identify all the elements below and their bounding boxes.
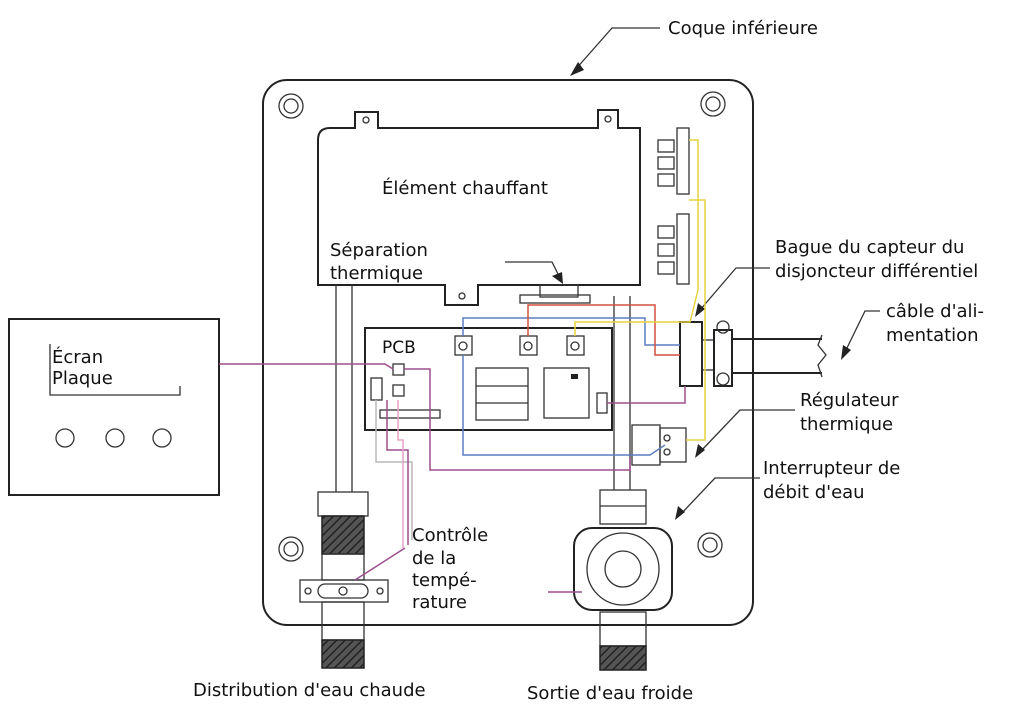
label-interrupteur-1: Interrupteur de [763,458,900,479]
wire-pink [397,400,404,548]
label-coque: Coque inférieure [668,18,818,39]
hot-water-pipe [299,285,389,669]
label-distribution: Distribution d'eau chaude [193,680,426,701]
display-panel [8,318,220,496]
corner-screw-tr [700,91,726,117]
wire-temp-to-sensor [354,547,406,581]
corner-screw-bl [278,536,304,562]
lower-shell [262,79,754,626]
wire-purple-regulator [404,368,631,471]
label-cable-2: mentation [886,325,979,346]
wire-yellow [574,139,699,336]
label-controle-4: rature [412,592,467,613]
label-bague-1: Bague du capteur du [775,237,964,258]
label-controle-3: tempé- [412,570,477,591]
label-controle-2: de la [412,548,456,569]
label-regulateur-2: thermique [800,414,893,435]
wire-purple-power [607,386,686,404]
heating-element [317,109,641,306]
label-plaque: Plaque [52,368,113,389]
label-bague-2: disjoncteur différentiel [775,261,978,282]
wire-blue-1 [462,317,680,346]
coque-pointer [570,27,660,76]
sensor-ring-pointer [695,267,770,317]
terminal-block-top [657,127,690,195]
corner-screw-br [697,532,723,558]
label-ecran: Écran [52,346,103,368]
wire-grey [375,400,413,540]
label-interrupteur-2: débit d'eau [763,482,865,503]
wire-purple-temp [386,400,409,545]
label-pcb: PCB [382,338,416,358]
thermal-regulator [631,409,795,466]
thermal-separation [505,261,591,304]
label-heating-element: Élément chauffant [382,177,548,199]
wire-yellow-2 [686,199,706,441]
corner-screw-tl [278,93,304,119]
wire-display [219,363,394,370]
wire-blue-2 [462,355,666,456]
wiring [219,139,706,593]
label-controle-1: Contrôle [412,525,488,546]
flow-switch-pointer [675,477,760,520]
label-sortie: Sortie d'eau froide [527,683,693,704]
power-cable [679,310,880,387]
label-regulateur-1: Régulateur [800,390,899,411]
cold-water-pipe [573,296,673,671]
terminal-block-bottom [657,213,690,285]
label-cable-1: câble d'ali- [886,301,984,322]
label-separation-2: thermique [330,263,423,284]
label-separation-1: Séparation [330,240,428,261]
wire-red [527,304,680,356]
